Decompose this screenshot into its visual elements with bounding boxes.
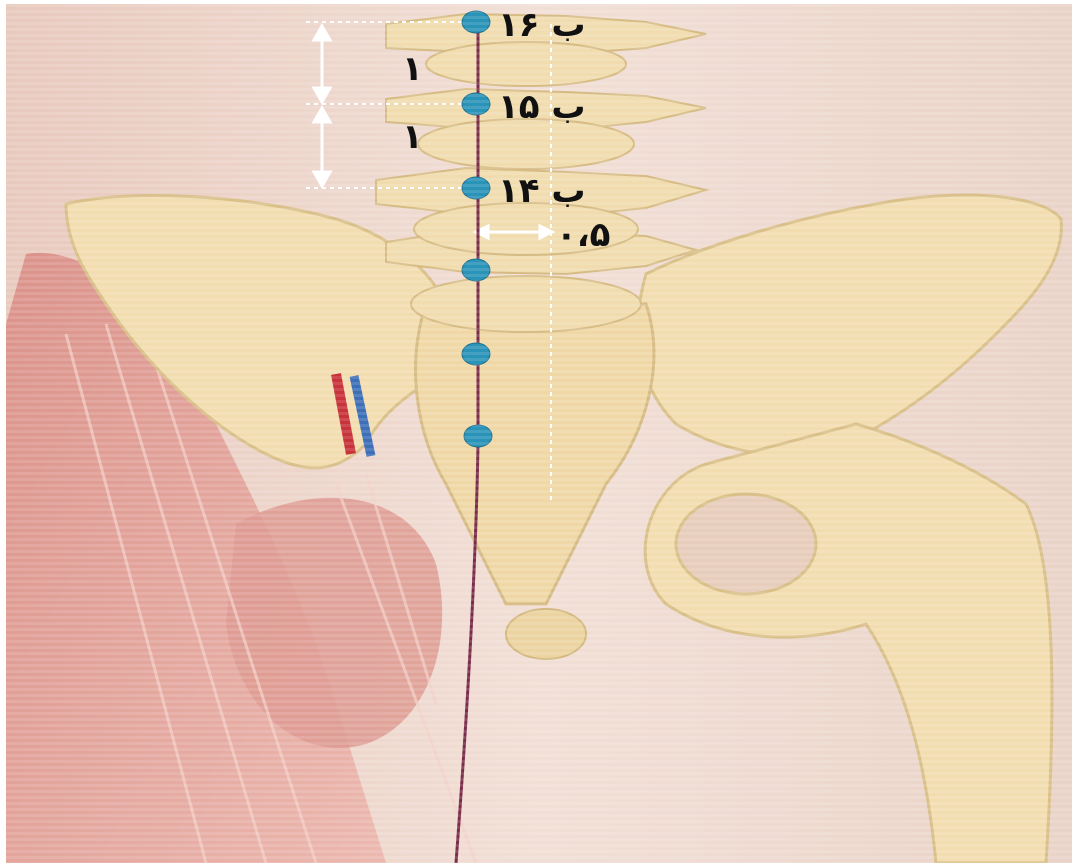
lateral-offset-label: ۰،۵: [556, 218, 610, 252]
scan-texture: [6, 4, 1072, 863]
spacing-label-1: ۱: [402, 52, 423, 86]
anatomy-figure: ب ۱۶ ب ۱۵ ب ۱۴ ۱ ۱ ۰،۵: [6, 4, 1072, 863]
point-label-b14: ب ۱۴: [498, 174, 586, 208]
spacing-label-2: ۱: [402, 120, 423, 154]
point-label-b15: ب ۱۵: [498, 90, 586, 124]
point-label-b16: ب ۱۶: [498, 8, 586, 42]
anatomy-illustration: [6, 4, 1072, 863]
